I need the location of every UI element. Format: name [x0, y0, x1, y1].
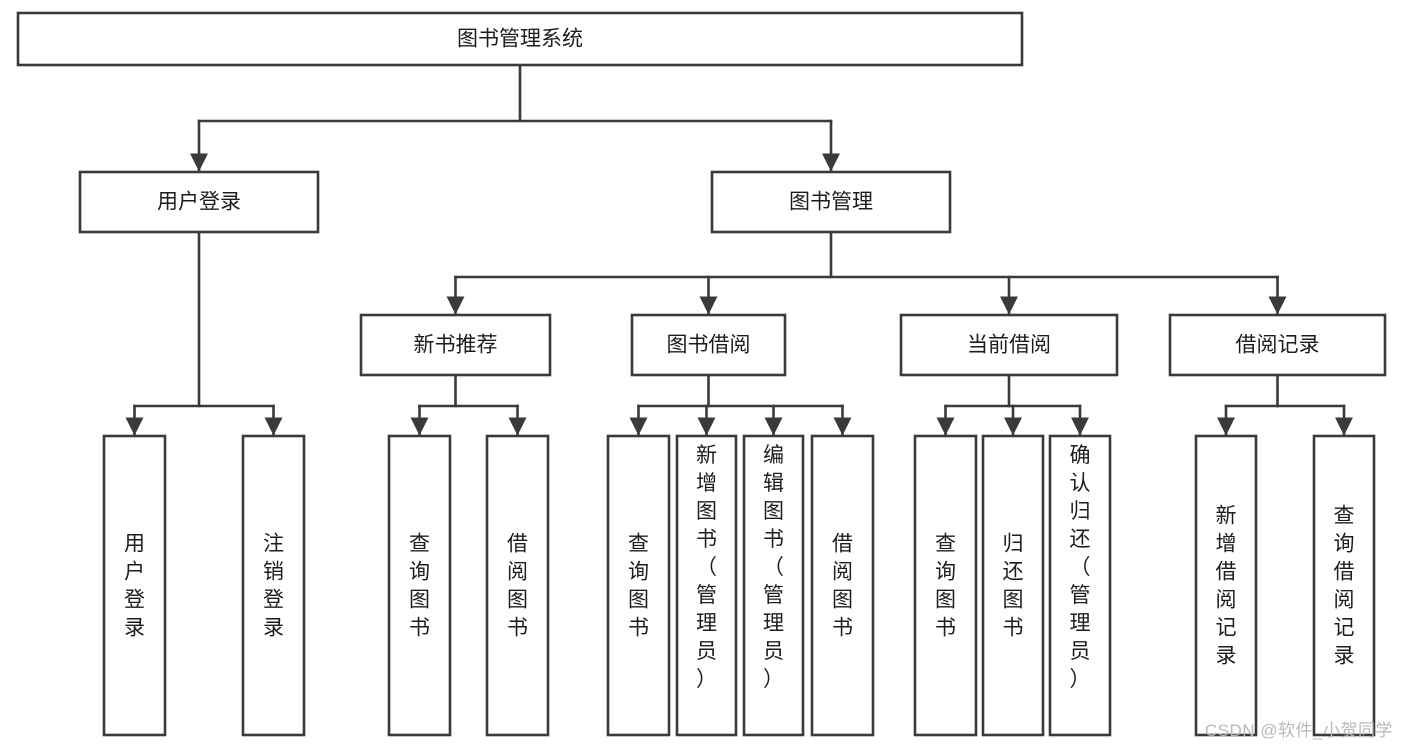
node-user-login[interactable]: 用户登录: [78, 170, 320, 234]
node-leaf-query-record[interactable]: 查询借阅记录: [1312, 434, 1376, 737]
node-new-book-recommend[interactable]: 新书推荐: [359, 313, 552, 377]
node-leaf-borrow-book-2-box[interactable]: [810, 434, 875, 737]
node-leaf-user-login-box[interactable]: [102, 434, 167, 737]
node-user-login-label: 用户登录: [157, 191, 241, 214]
node-leaf-query-book-2-label: 查询图书: [628, 533, 649, 640]
node-root-system-label: 图书管理系统: [457, 28, 583, 51]
node-book-management-box[interactable]: [710, 170, 952, 234]
node-leaf-query-record-label: 查询借阅记录: [1334, 505, 1355, 668]
node-leaf-query-book-1-label: 查询图书: [409, 533, 430, 640]
node-leaf-borrow-book-1-box[interactable]: [485, 434, 550, 737]
node-leaf-add-record-box[interactable]: [1194, 434, 1258, 737]
node-leaf-query-book-1[interactable]: 查询图书: [387, 434, 452, 737]
node-book-management-label: 图书管理: [789, 191, 873, 214]
node-leaf-edit-book[interactable]: 编辑图书（管理员）: [742, 434, 805, 737]
connectors-layer: [125, 63, 1354, 436]
node-leaf-user-login[interactable]: 用户登录: [102, 434, 167, 737]
node-book-borrow-label: 图书借阅: [667, 334, 751, 357]
node-leaf-return-book[interactable]: 归还图书: [981, 434, 1045, 737]
node-leaf-logout[interactable]: 注销登录: [241, 434, 306, 737]
node-leaf-query-book-3-label: 查询图书: [935, 533, 956, 640]
node-root-system[interactable]: 图书管理系统: [16, 11, 1024, 67]
node-leaf-confirm-return[interactable]: 确认归还（管理员）: [1048, 434, 1112, 737]
node-leaf-return-book-label: 归还图书: [1003, 533, 1024, 640]
node-new-book-recommend-label: 新书推荐: [414, 334, 498, 357]
node-borrow-record[interactable]: 借阅记录: [1168, 313, 1387, 377]
node-root-system-box[interactable]: [16, 11, 1024, 67]
node-leaf-logout-box[interactable]: [241, 434, 306, 737]
node-new-book-recommend-box[interactable]: [359, 313, 552, 377]
node-leaf-query-book-3-box[interactable]: [913, 434, 978, 737]
node-leaf-query-book-2-box[interactable]: [606, 434, 671, 737]
node-borrow-record-box[interactable]: [1168, 313, 1387, 377]
node-leaf-add-record-label: 新增借阅记录: [1216, 505, 1237, 668]
node-leaf-confirm-return-label: 确认归还（管理员）: [1070, 444, 1091, 691]
node-current-borrow[interactable]: 当前借阅: [899, 313, 1119, 377]
node-book-management[interactable]: 图书管理: [710, 170, 952, 234]
node-leaf-add-book[interactable]: 新增图书（管理员）: [675, 434, 738, 737]
node-leaf-query-record-box[interactable]: [1312, 434, 1376, 737]
node-leaf-user-login-label: 用户登录: [124, 533, 145, 640]
node-leaf-borrow-book-2-label: 借阅图书: [832, 533, 853, 640]
node-leaf-borrow-book-1-label: 借阅图书: [507, 533, 528, 640]
node-leaf-borrow-book-2[interactable]: 借阅图书: [810, 434, 875, 737]
node-book-borrow-box[interactable]: [630, 313, 787, 377]
node-leaf-return-book-box[interactable]: [981, 434, 1045, 737]
node-leaf-add-record[interactable]: 新增借阅记录: [1194, 434, 1258, 737]
node-leaf-query-book-1-box[interactable]: [387, 434, 452, 737]
node-current-borrow-label: 当前借阅: [967, 334, 1051, 357]
node-leaf-query-book-2[interactable]: 查询图书: [606, 434, 671, 737]
node-leaf-borrow-book-1[interactable]: 借阅图书: [485, 434, 550, 737]
nodes-layer: 图书管理系统用户登录图书管理新书推荐图书借阅当前借阅借阅记录用户登录注销登录查询…: [16, 11, 1387, 737]
node-leaf-edit-book-label: 编辑图书（管理员）: [763, 444, 784, 691]
node-user-login-box[interactable]: [78, 170, 320, 234]
node-borrow-record-label: 借阅记录: [1236, 334, 1320, 357]
node-current-borrow-box[interactable]: [899, 313, 1119, 377]
node-leaf-confirm-return-box[interactable]: [1048, 434, 1112, 737]
node-leaf-add-book-label: 新增图书（管理员）: [696, 444, 717, 691]
node-leaf-edit-book-box[interactable]: [742, 434, 805, 737]
node-leaf-add-book-box[interactable]: [675, 434, 738, 737]
node-book-borrow[interactable]: 图书借阅: [630, 313, 787, 377]
node-leaf-logout-label: 注销登录: [263, 533, 284, 640]
node-leaf-query-book-3[interactable]: 查询图书: [913, 434, 978, 737]
